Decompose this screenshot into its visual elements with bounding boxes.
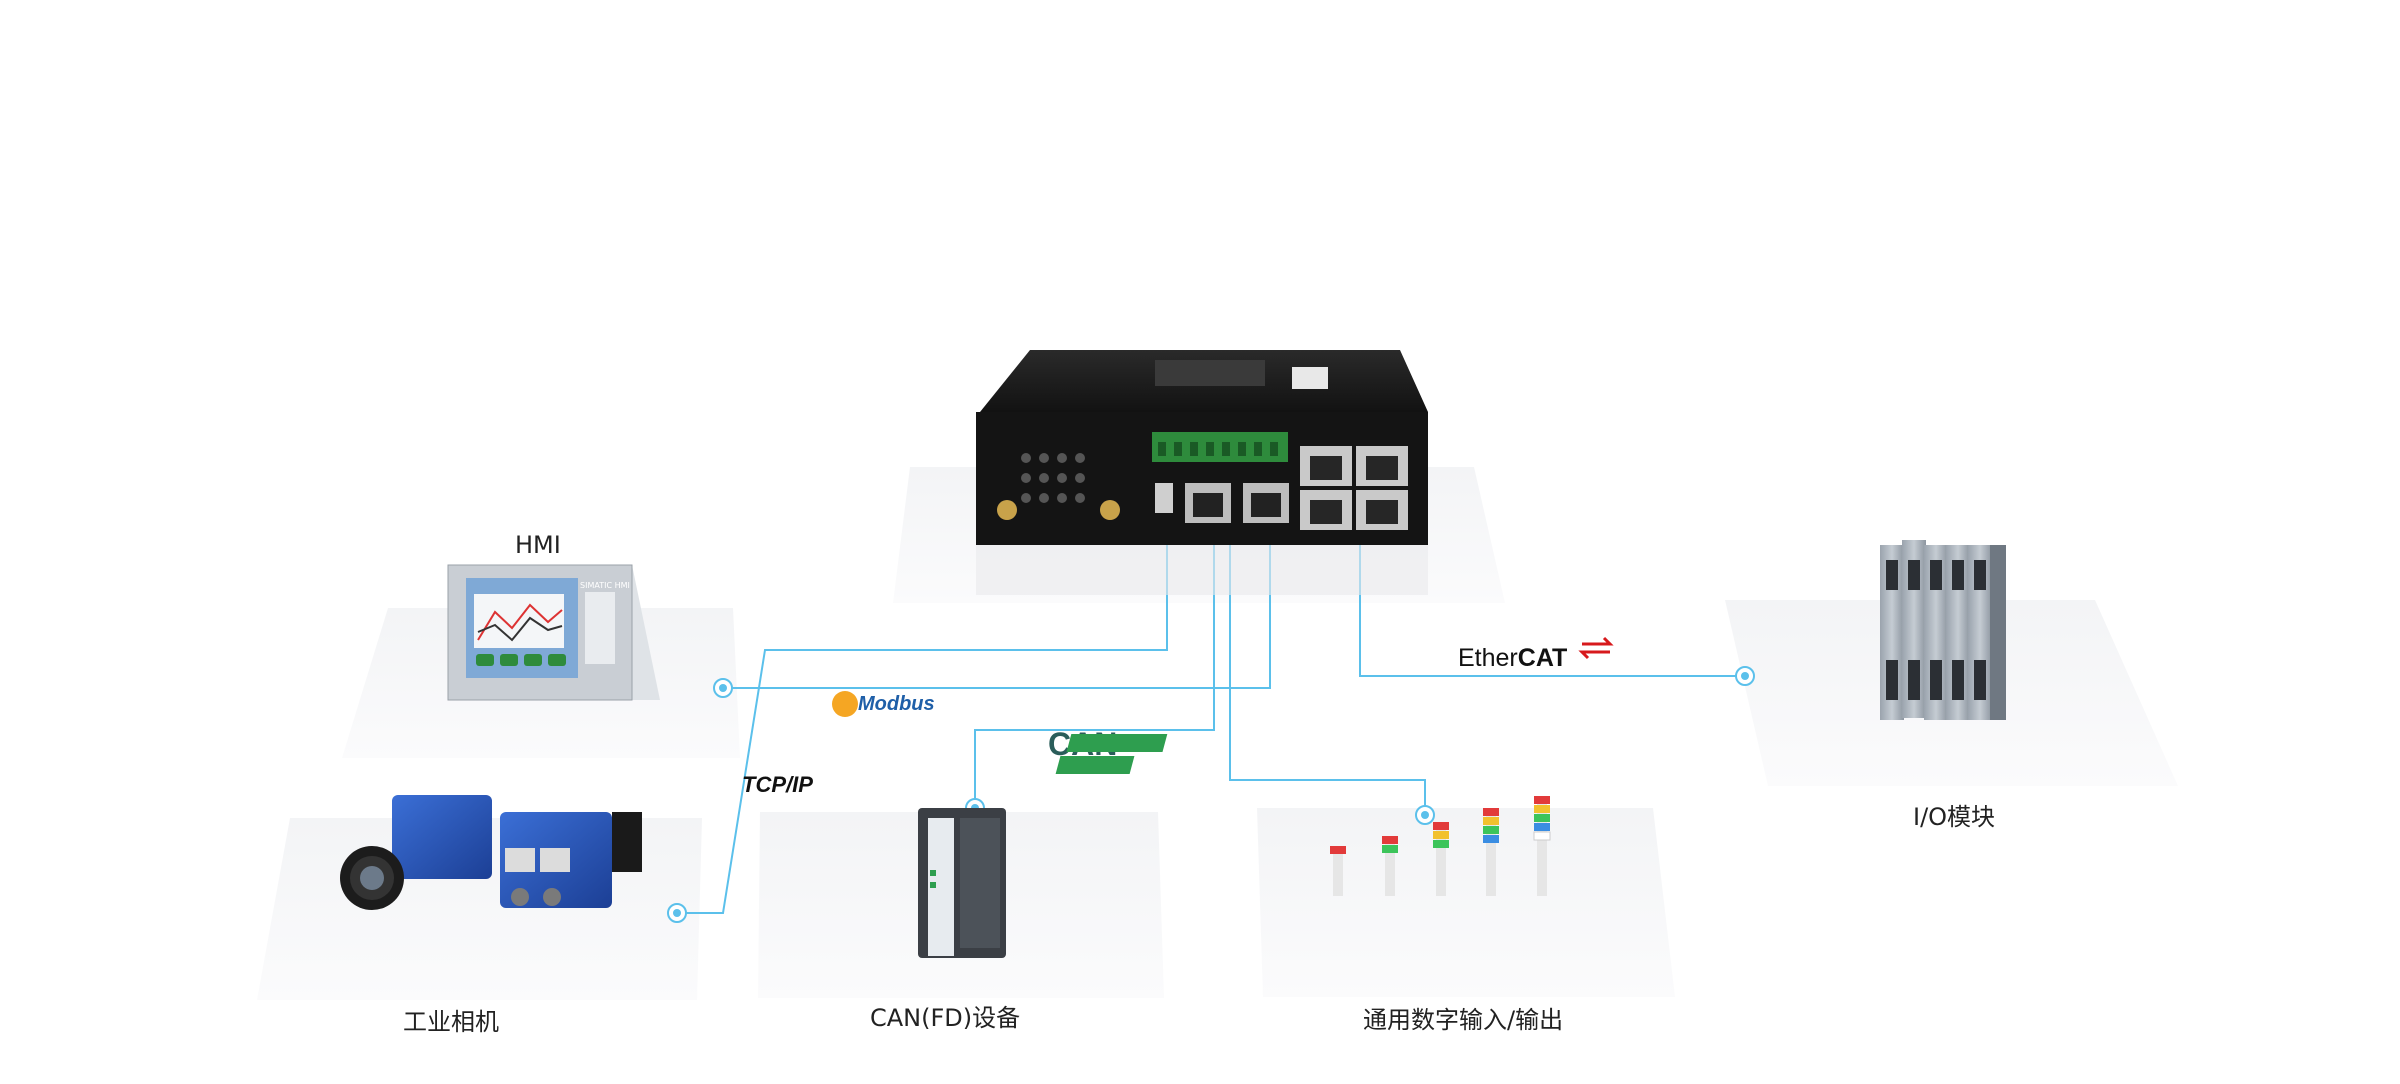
line-tcpip	[680, 498, 1168, 914]
modbus-star-icon	[832, 691, 858, 717]
node-hmi-dot	[719, 684, 727, 692]
ethercat-arrows-icon	[1578, 636, 1614, 660]
dio-label: 通用数字输入/输出	[1363, 1006, 1563, 1034]
dio-platform	[1257, 808, 1675, 997]
hmi-device: SIMATIC HMI	[447, 564, 660, 701]
ethercat-prefix: Ether	[1458, 644, 1518, 672]
node-io-dot	[1741, 672, 1749, 680]
io-module-label: I/O模块	[1913, 803, 1995, 831]
can-device	[918, 808, 1006, 958]
io-module-stack	[1880, 540, 2006, 720]
line-can	[974, 508, 1215, 808]
hmi-screen-title: SIMATIC HMI	[580, 581, 630, 590]
node-dio-dot	[1421, 811, 1429, 819]
profinet-bottom-label: NET	[1286, 758, 1332, 774]
can-device-label: CAN(FD)设备	[870, 1004, 1020, 1032]
line-profinet	[1229, 460, 1426, 812]
camera-devices	[340, 795, 642, 910]
signal-towers	[1330, 796, 1551, 896]
svg-text:EtherCAT: EtherCAT	[1458, 644, 1567, 672]
ethercat-logo: EtherCAT	[1458, 636, 1614, 672]
node-camera-dot	[673, 909, 681, 917]
gateway-device	[976, 350, 1428, 595]
ethercat-suffix: CAT	[1518, 644, 1568, 672]
profinet-top-label: PROFI	[1282, 736, 1355, 752]
modbus-label: Modbus	[858, 693, 935, 715]
modbus-logo: Modbus	[832, 691, 935, 717]
tcpip-label: TCP/IP	[742, 772, 813, 797]
hmi-label: HMI	[515, 531, 561, 559]
camera-label: 工业相机	[403, 1008, 499, 1036]
profinet-logo: PROFI NET	[1055, 734, 1355, 774]
